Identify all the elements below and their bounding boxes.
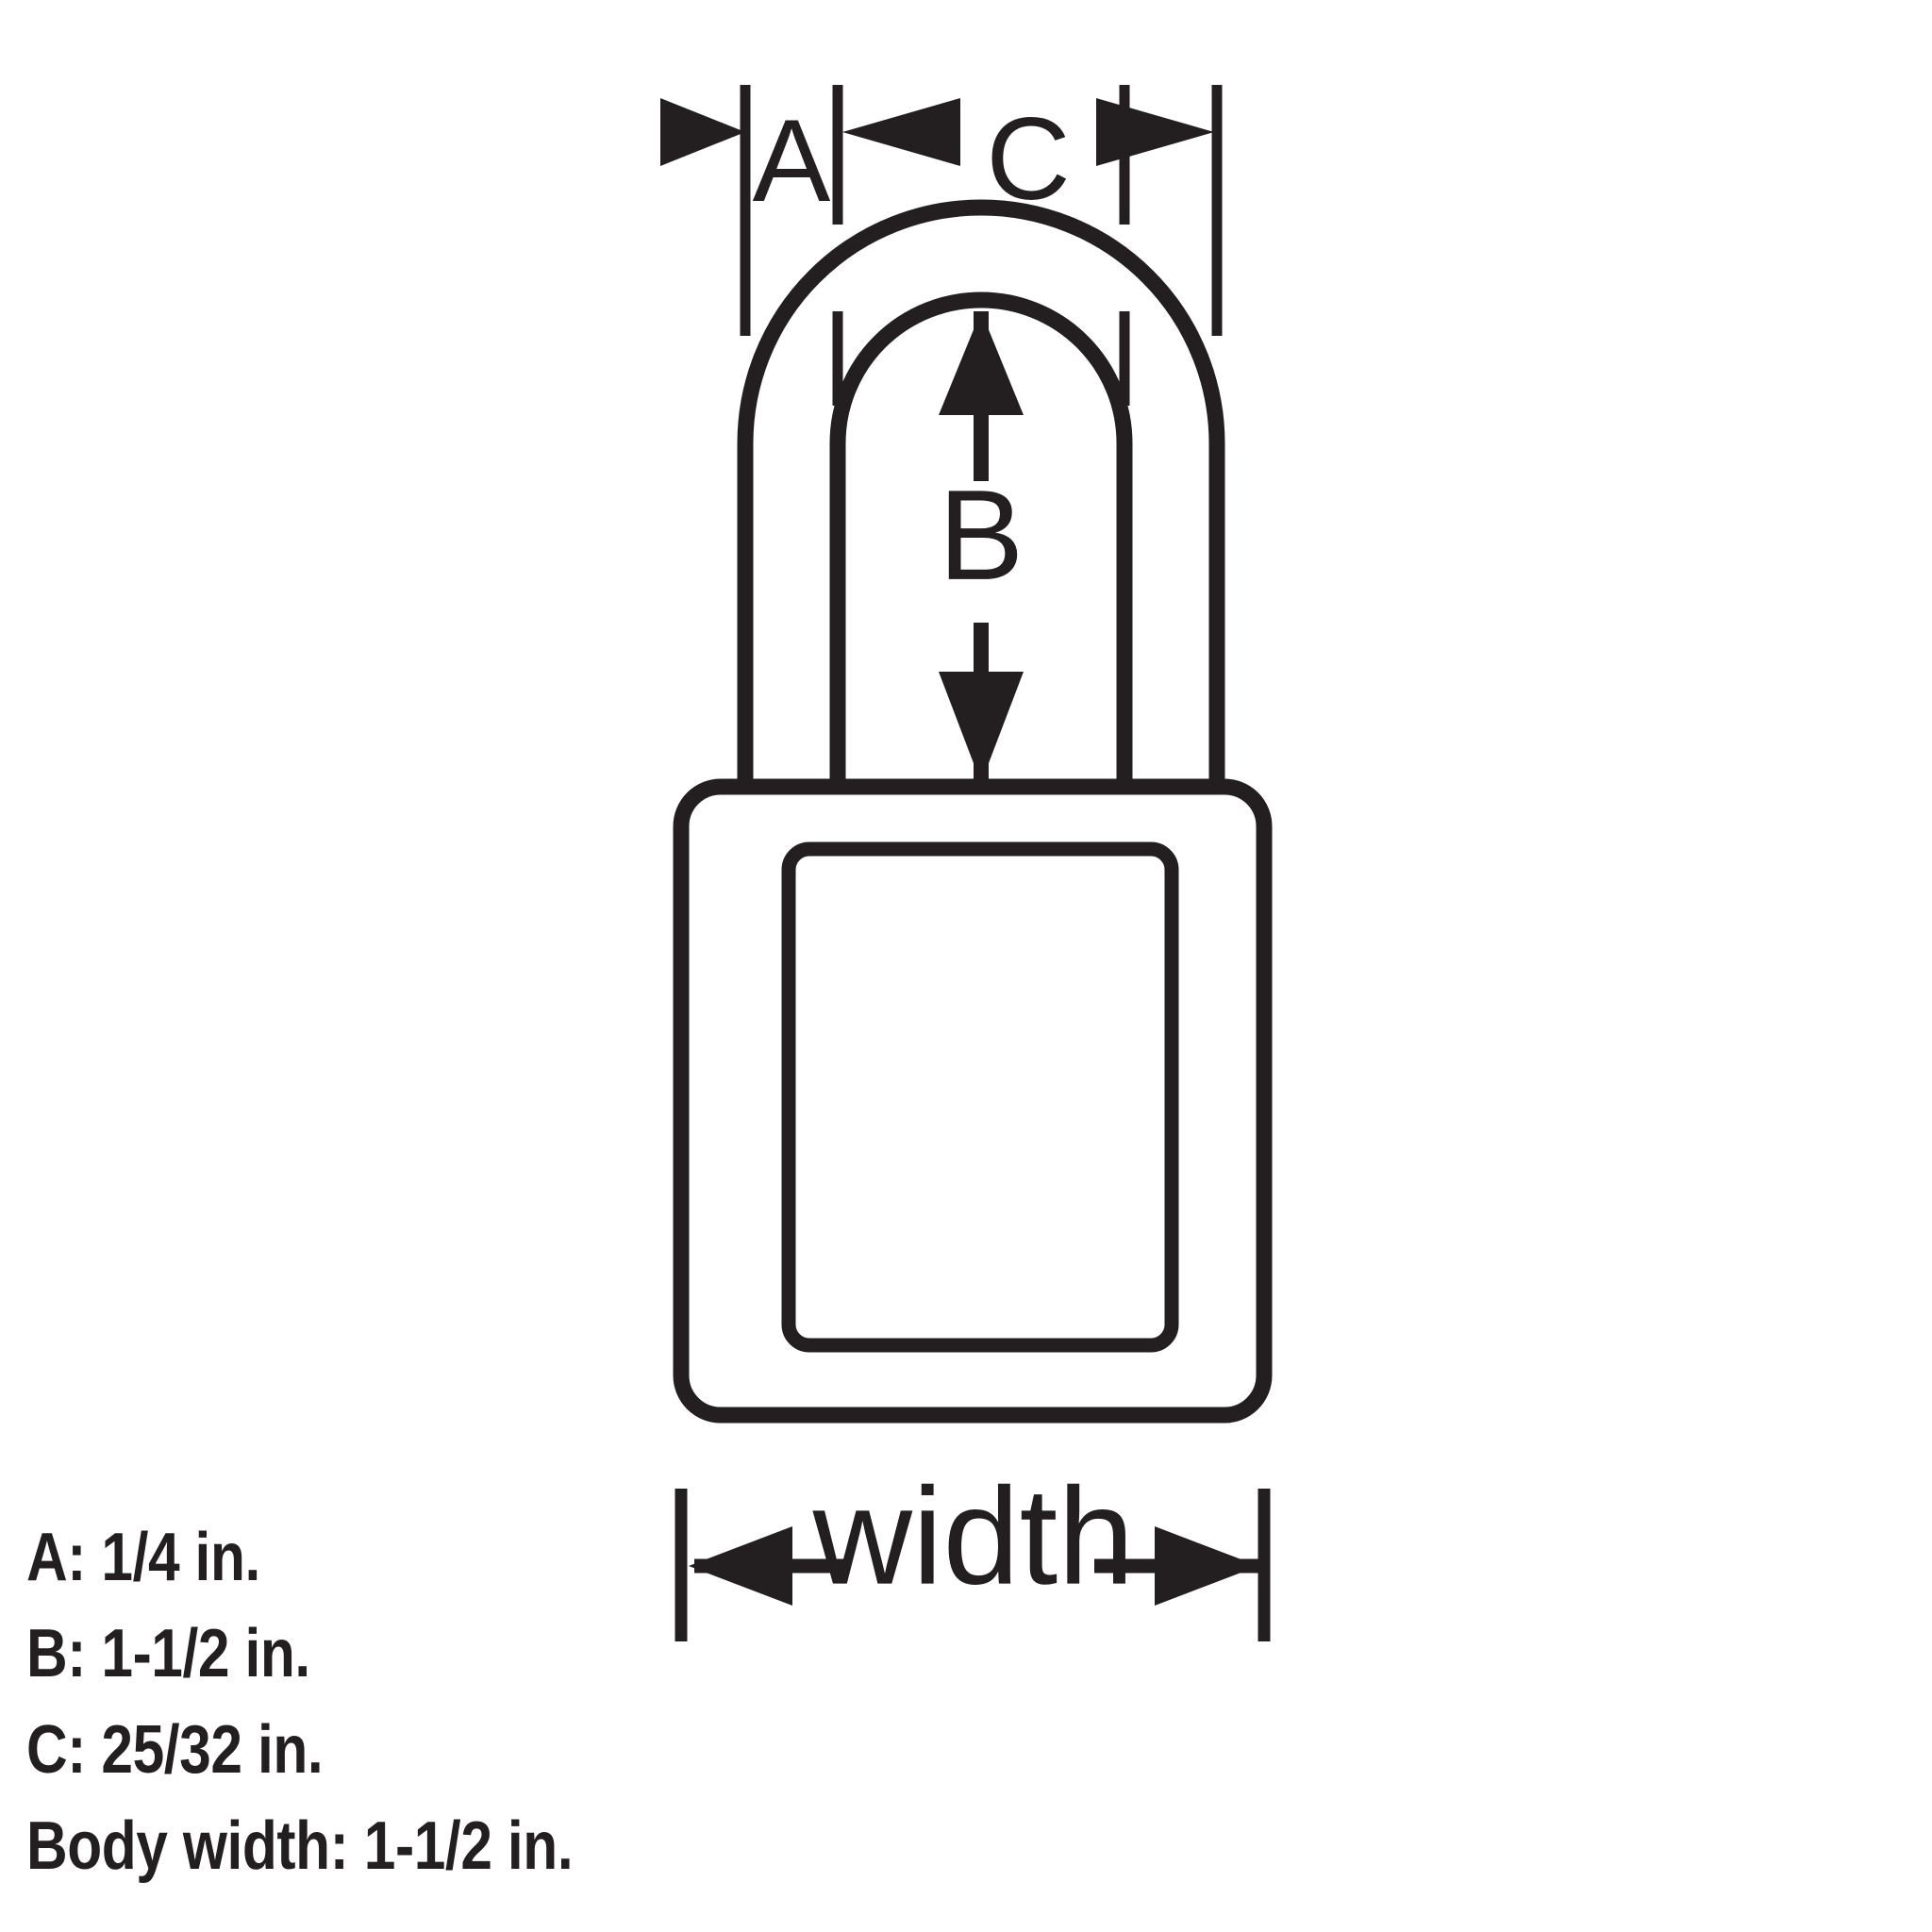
shackle-outer-outline bbox=[737, 199, 1225, 787]
legend-line-c: C: 25/32 in. bbox=[26, 1712, 324, 1788]
dimension-legend: A: 1/4 in. B: 1-1/2 in. C: 25/32 in. Bod… bbox=[26, 1509, 970, 1894]
legend-line-b: B: 1-1/2 in. bbox=[26, 1616, 310, 1691]
dim-a-label: A bbox=[753, 96, 831, 226]
legend-line-a: A: 1/4 in. bbox=[26, 1520, 260, 1595]
legend-line-body-width: Body width: 1-1/2 in. bbox=[26, 1808, 574, 1884]
dim-b-arrowhead-up bbox=[939, 311, 1024, 415]
dim-c-label: C bbox=[986, 94, 1071, 225]
dim-c-arrowhead-right bbox=[1096, 98, 1214, 166]
dim-a-arrowhead-left bbox=[660, 98, 745, 166]
shackle-inner-outline bbox=[829, 291, 1133, 787]
dim-width-arrowhead-left bbox=[689, 1526, 792, 1606]
label-plate-outline bbox=[781, 841, 1179, 1353]
dim-width-arrowhead-right bbox=[1155, 1526, 1258, 1606]
dim-width-label: width bbox=[812, 1459, 1135, 1613]
dim-c-arrowhead-left bbox=[842, 98, 960, 166]
dim-b-label: B bbox=[939, 463, 1024, 607]
dim-b-arrowhead-down bbox=[939, 672, 1024, 783]
